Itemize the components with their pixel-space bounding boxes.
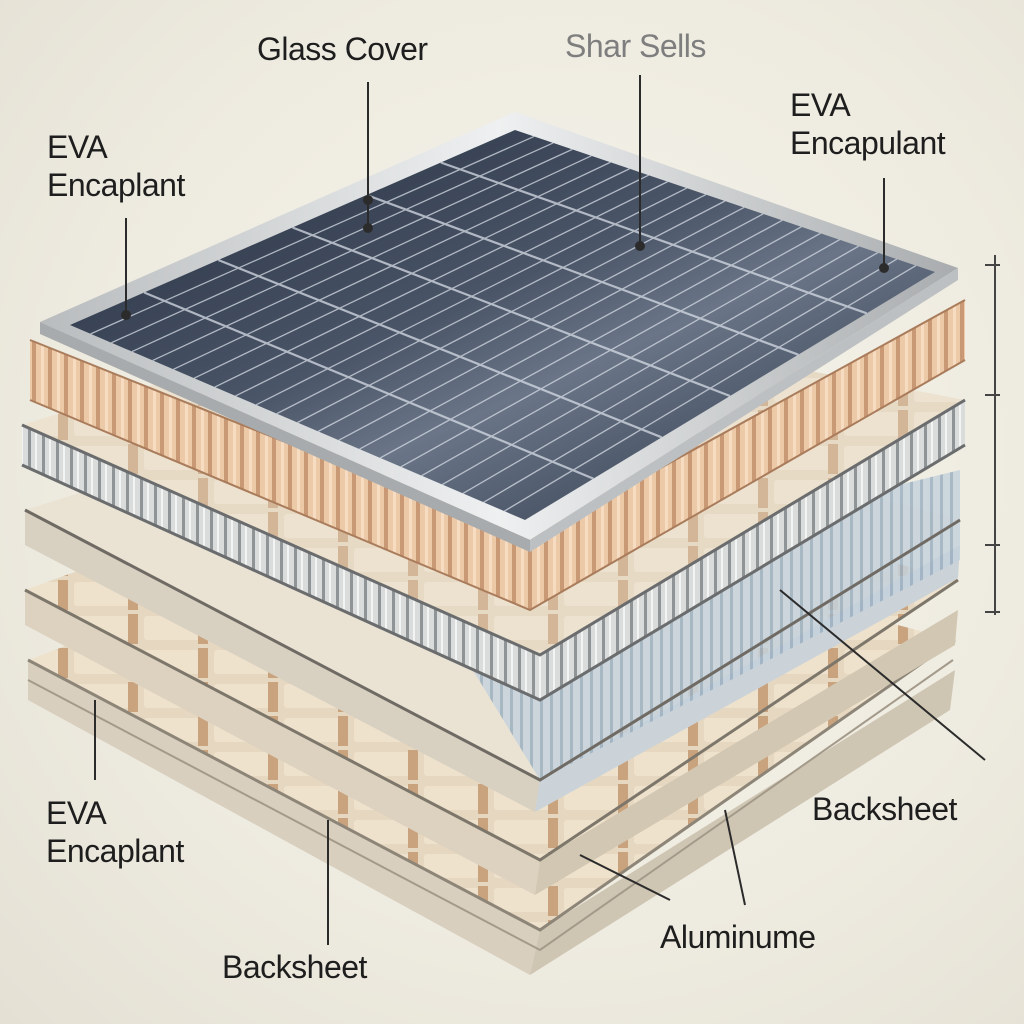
cell-grid-line bbox=[143, 291, 594, 480]
cell-grid-line bbox=[366, 193, 799, 356]
label-glass-cover: Glass Cover bbox=[257, 31, 428, 67]
solar-cell-array bbox=[70, 130, 935, 520]
leader-aluminum bbox=[724, 809, 746, 906]
leader-backsheet-right bbox=[779, 589, 986, 761]
label-eva-bottom-left-line2: Encaplant bbox=[46, 833, 184, 869]
label-eva-top-left-line2: Encaplant bbox=[47, 167, 185, 203]
label-eva-top-left-line1: EVA bbox=[47, 129, 108, 165]
label-eva-bottom-left-line1: EVA bbox=[46, 795, 107, 831]
thickness-dimension-marker bbox=[985, 255, 1000, 615]
cell-grid-line bbox=[217, 258, 663, 439]
label-eva-top-left: EVA Encaplant bbox=[47, 128, 185, 204]
cell-grid-lines bbox=[90, 135, 917, 512]
label-eva-top-right-line1: EVA bbox=[790, 87, 851, 123]
label-backsheet-bottom: Backsheet bbox=[222, 949, 367, 985]
cell-grid-line bbox=[440, 161, 868, 315]
eva-encapsulant-layer bbox=[29, 299, 966, 612]
label-eva-bottom-left: EVA Encaplant bbox=[46, 794, 184, 870]
leader-lines bbox=[94, 75, 986, 945]
label-eva-top-right-line2: Encapulant bbox=[790, 125, 946, 161]
cell-grid-line bbox=[292, 226, 731, 398]
label-backsheet-right: Backsheet bbox=[812, 791, 957, 827]
label-solar-cells: Shar Sells bbox=[565, 28, 706, 64]
label-eva-top-right: EVA Encapulant bbox=[790, 86, 946, 162]
label-aluminum: Aluminume bbox=[660, 919, 816, 955]
